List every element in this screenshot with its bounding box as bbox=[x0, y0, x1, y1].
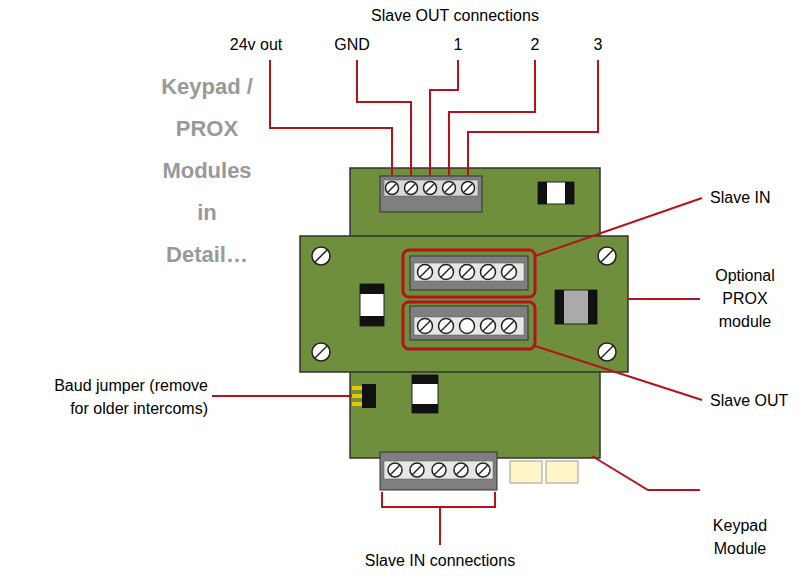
callout-label: Keypad Module bbox=[705, 514, 775, 560]
terminal-screw bbox=[424, 182, 437, 195]
leader-line bbox=[535, 346, 702, 400]
callout-label: Slave OUT connections bbox=[371, 4, 539, 27]
component-end bbox=[565, 182, 574, 204]
terminal-screw bbox=[439, 319, 454, 334]
heading-title: Keypad / PROX Modules in Detail… bbox=[157, 66, 257, 276]
baud-jumper bbox=[362, 384, 376, 408]
leader-line bbox=[270, 60, 392, 176]
screw-slot bbox=[601, 346, 613, 358]
terminal-strip bbox=[414, 317, 524, 335]
component bbox=[360, 284, 384, 326]
screw-slot bbox=[483, 321, 493, 331]
mounting-screw bbox=[312, 343, 330, 361]
screw-slot bbox=[456, 465, 466, 475]
terminal-screw bbox=[462, 182, 475, 195]
screw-slot bbox=[462, 267, 472, 277]
prox-board bbox=[300, 236, 628, 372]
terminal-screw bbox=[432, 463, 446, 477]
leader-line bbox=[592, 456, 700, 490]
component-end bbox=[360, 316, 384, 326]
terminal-block bbox=[410, 306, 528, 340]
screw-slot bbox=[504, 267, 514, 277]
screw-slot bbox=[441, 267, 451, 277]
component bbox=[555, 290, 597, 324]
pin-number: 2 bbox=[531, 33, 540, 56]
leader-line bbox=[468, 60, 598, 176]
leader-line bbox=[430, 60, 458, 176]
screw-slot bbox=[426, 184, 434, 192]
callout-label: Slave OUT bbox=[710, 389, 788, 412]
component bbox=[538, 182, 574, 204]
screw-slot bbox=[434, 465, 444, 475]
screw-slot bbox=[315, 346, 327, 358]
terminal-screw bbox=[460, 319, 475, 334]
screw-slot bbox=[464, 184, 472, 192]
connector bbox=[546, 461, 578, 483]
terminal-strip bbox=[384, 180, 478, 196]
terminal-screw bbox=[388, 463, 402, 477]
screw-slot bbox=[315, 250, 327, 262]
leader-line bbox=[357, 60, 411, 176]
leader-line bbox=[628, 298, 700, 300]
component-end bbox=[555, 290, 564, 324]
terminal-screw bbox=[502, 319, 517, 334]
screw-slot bbox=[412, 465, 422, 475]
terminal-screw bbox=[460, 265, 475, 280]
callout-label: Optional PROX module bbox=[705, 264, 785, 333]
pin-number: 1 bbox=[454, 33, 463, 56]
screw-slot bbox=[504, 321, 514, 331]
pin-number: 3 bbox=[594, 33, 603, 56]
mounting-screw bbox=[598, 343, 616, 361]
callout-label: Baud jumper (remove for older intercoms) bbox=[38, 374, 208, 420]
callout-label: Slave IN bbox=[710, 186, 770, 209]
component-end bbox=[588, 290, 597, 324]
screw-slot bbox=[483, 267, 493, 277]
leader-line bbox=[535, 198, 702, 256]
terminal-block bbox=[380, 176, 482, 212]
terminal-screw bbox=[439, 265, 454, 280]
component-end bbox=[538, 182, 547, 204]
screw-slot bbox=[478, 465, 488, 475]
leader-line bbox=[212, 395, 352, 397]
terminal-block bbox=[410, 256, 528, 290]
highlight-outline bbox=[403, 250, 535, 297]
mounting-screw bbox=[598, 247, 616, 265]
screw-slot bbox=[601, 250, 613, 262]
terminal-screw bbox=[418, 319, 433, 334]
pin-label: 24v out bbox=[230, 33, 282, 56]
screw-slot bbox=[388, 184, 396, 192]
terminal-screw bbox=[443, 182, 456, 195]
callout-label: Slave IN connections bbox=[365, 549, 515, 572]
terminal-screw bbox=[502, 265, 517, 280]
terminal-screw bbox=[405, 182, 418, 195]
terminal-screw bbox=[410, 463, 424, 477]
component bbox=[412, 375, 438, 413]
component-end bbox=[360, 284, 384, 294]
terminal-screw bbox=[418, 265, 433, 280]
terminal-screw bbox=[481, 319, 496, 334]
pin-label: GND bbox=[334, 33, 370, 56]
terminal-strip bbox=[414, 263, 524, 281]
terminal-strip bbox=[384, 461, 493, 479]
terminal-screw bbox=[454, 463, 468, 477]
screw-slot bbox=[420, 267, 430, 277]
component-end bbox=[412, 375, 438, 384]
terminal-block bbox=[380, 452, 497, 490]
connector bbox=[510, 461, 542, 483]
terminal-screw bbox=[386, 182, 399, 195]
bracket bbox=[382, 492, 495, 545]
highlight-outline bbox=[403, 302, 535, 349]
terminal-screw bbox=[476, 463, 490, 477]
leader-line bbox=[449, 60, 535, 176]
screw-slot bbox=[407, 184, 415, 192]
screw-slot bbox=[420, 321, 430, 331]
screw-slot bbox=[441, 321, 451, 331]
screw-slot bbox=[390, 465, 400, 475]
terminal-screw bbox=[481, 265, 496, 280]
screw-slot bbox=[445, 184, 453, 192]
mounting-screw bbox=[312, 247, 330, 265]
component-end bbox=[412, 404, 438, 413]
